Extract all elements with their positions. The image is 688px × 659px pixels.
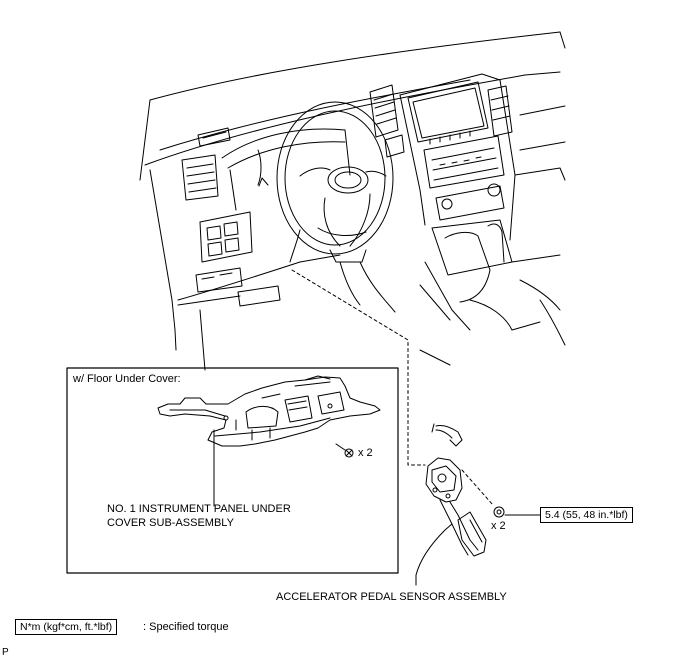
dashboard-illustration — [139, 31, 566, 371]
leader-screw — [335, 443, 346, 451]
screw-icon — [344, 448, 354, 458]
screw-quantity: x 2 — [358, 447, 373, 459]
leader-pedal — [415, 523, 453, 586]
accelerator-pedal-drawing — [425, 423, 487, 557]
inset-frame — [66, 367, 399, 574]
corner-mark: P — [2, 647, 9, 658]
leader-dashed-dash-to-pedal — [291, 269, 426, 466]
nut-quantity: x 2 — [491, 520, 506, 532]
cover-sub-assembly-label-line1: NO. 1 INSTRUMENT PANEL UNDER — [107, 503, 291, 515]
under-cover-sub-assembly-drawing — [157, 375, 381, 447]
nut-icon — [493, 506, 505, 518]
torque-unit-legend-box: N*m (kgf*cm, ft.*lbf) — [15, 619, 118, 635]
inset-title: w/ Floor Under Cover: — [73, 373, 181, 385]
torque-specification-box: 5.4 (55, 48 in.*lbf) — [540, 507, 633, 523]
torque-unit-legend-text: : Specified torque — [143, 621, 229, 633]
leader-dashed-pedal-to-nut — [461, 469, 494, 506]
accelerator-pedal-label: ACCELERATOR PEDAL SENSOR ASSEMBLY — [276, 591, 507, 603]
cover-sub-assembly-label-line2: COVER SUB-ASSEMBLY — [107, 517, 234, 529]
